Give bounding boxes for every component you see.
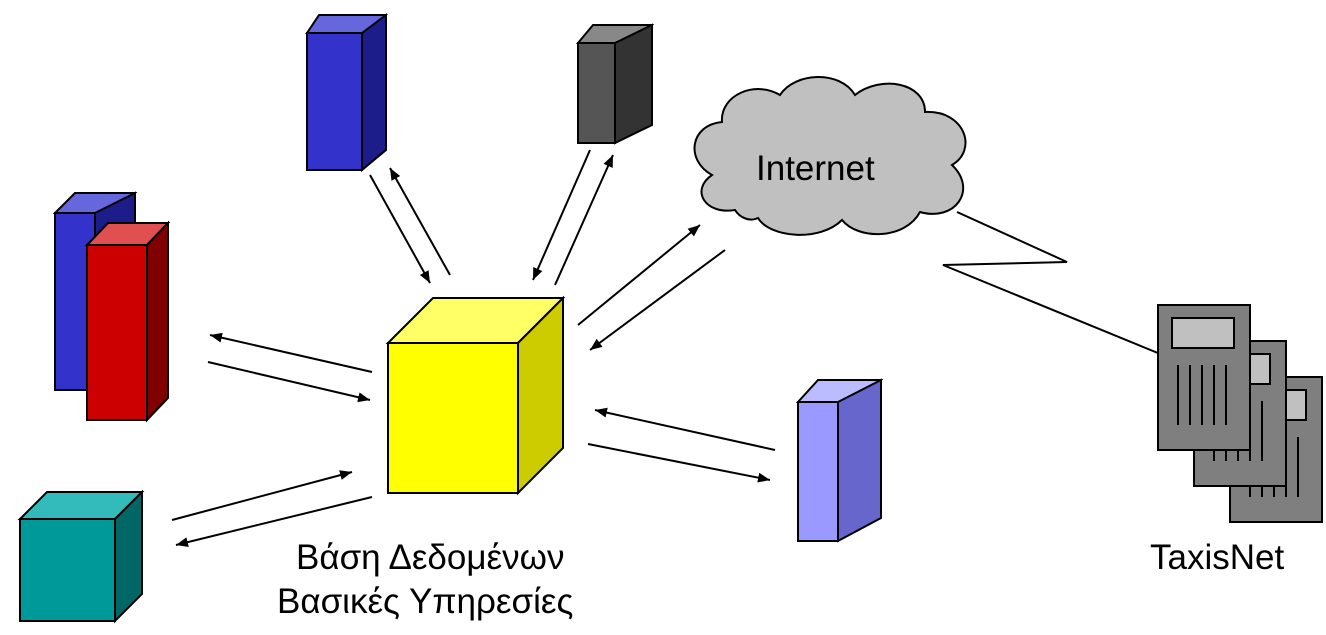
internet-label: Internet <box>756 149 875 188</box>
arrow-dark-to-db <box>532 149 591 281</box>
dark-server <box>575 23 655 145</box>
central-database <box>385 295 566 496</box>
arrow-db-to-light <box>587 443 771 483</box>
arrow-db-to-dark <box>554 154 614 286</box>
arrow-db-to-blue-top <box>389 167 451 276</box>
database-label-line2: Βασικές Υπηρεσίες <box>277 582 574 621</box>
arrow-db-to-internet <box>577 224 701 326</box>
arrow-blue-top-to-db <box>369 174 431 284</box>
internet-cloud <box>693 76 967 236</box>
arrow-db-to-teal <box>175 496 373 548</box>
blue-server-top <box>305 13 388 173</box>
arrow-left-servers-to-db <box>207 361 371 403</box>
internet-taxisnet-link <box>942 211 1176 361</box>
light-server <box>795 378 884 543</box>
taxisnet-machines <box>1157 304 1323 523</box>
red-server <box>84 220 171 423</box>
arrow-db-to-left-servers <box>209 332 373 373</box>
teal-box <box>17 489 145 624</box>
arrow-light-to-db <box>594 407 776 451</box>
arrow-teal-to-db <box>171 470 353 521</box>
database-label-line1: Βάση Δεδομένων <box>296 538 565 577</box>
arrow-internet-to-db <box>589 249 726 351</box>
taxisnet-label: TaxisNet <box>1150 538 1285 577</box>
